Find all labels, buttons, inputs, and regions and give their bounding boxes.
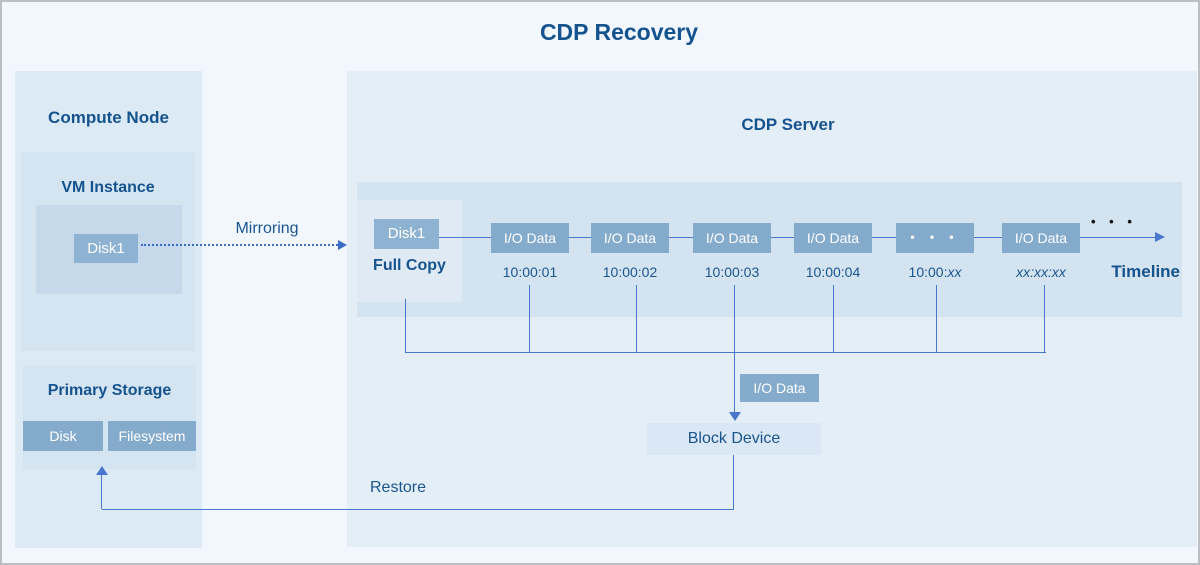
- io-data-node: I/O Data: [1002, 223, 1080, 253]
- vm-disk-container: Disk1: [36, 205, 182, 294]
- ellipsis-node: • • •: [896, 223, 974, 253]
- block-device-box: Block Device: [647, 423, 821, 455]
- cdp-server-panel: CDP Server Disk1 Full Copy I/O Data I/O …: [347, 71, 1197, 547]
- vm-instance-panel: VM Instance Disk1: [21, 152, 195, 351]
- io-data-node: I/O Data: [491, 223, 569, 253]
- collector-line: [405, 352, 1046, 353]
- drop-line: [734, 285, 735, 352]
- vm-instance-title: VM Instance: [61, 179, 155, 196]
- timestamp-label: 10:00:03: [704, 264, 760, 280]
- primary-disk-box: Disk: [23, 421, 103, 451]
- full-copy-disk1-box: Disk1: [374, 219, 439, 249]
- primary-storage-panel: Primary Storage Disk Filesystem: [23, 365, 196, 469]
- timestamp-label: xx:xx:xx: [1016, 264, 1066, 280]
- io-data-node: I/O Data: [591, 223, 669, 253]
- drop-line: [936, 285, 937, 352]
- io-data-node: I/O Data: [794, 223, 872, 253]
- restore-label: Restore: [370, 479, 427, 496]
- drop-line: [833, 285, 834, 352]
- timestamp-label: 10:00:01: [502, 264, 558, 280]
- timestamp-label: 10:00:02: [602, 264, 658, 280]
- restore-line-horizontal: [102, 509, 734, 510]
- timeline-label: Timeline: [1111, 262, 1180, 281]
- timeline-arrowhead-icon: [1155, 232, 1165, 242]
- full-copy-box: Disk1 Full Copy: [357, 200, 462, 302]
- page-title: CDP Recovery: [539, 19, 699, 45]
- restore-line-up: [101, 475, 102, 509]
- primary-storage-title: Primary Storage: [47, 382, 172, 399]
- drop-line: [529, 285, 530, 352]
- timeline-overflow-dots: • • •: [1091, 214, 1137, 229]
- block-device-stem-line: [734, 352, 735, 413]
- drop-line: [1044, 285, 1045, 352]
- timestamp-label: 10:00:04: [805, 264, 861, 280]
- drop-line-full-copy: [405, 299, 406, 352]
- primary-filesystem-box: Filesystem: [108, 421, 196, 451]
- vm-disk1-box: Disk1: [74, 234, 138, 263]
- mirroring-label: Mirroring: [235, 220, 299, 237]
- timestamp-label: 10:00:xx: [908, 264, 962, 280]
- compute-node-panel: Compute Node VM Instance Disk1 Primary S…: [15, 71, 202, 548]
- mirroring-arrowhead-icon: [338, 240, 347, 250]
- compute-node-title: Compute Node: [48, 108, 169, 127]
- io-data-tap-box: I/O Data: [740, 374, 819, 402]
- io-data-node: I/O Data: [693, 223, 771, 253]
- block-device-arrowhead-icon: [729, 412, 741, 421]
- mirroring-dotted-line: [141, 244, 338, 246]
- restore-arrowhead-icon: [96, 466, 108, 475]
- full-copy-caption: Full Copy: [373, 257, 446, 274]
- restore-line-down: [733, 455, 734, 510]
- drop-line: [636, 285, 637, 352]
- cdp-server-title: CDP Server: [741, 115, 835, 134]
